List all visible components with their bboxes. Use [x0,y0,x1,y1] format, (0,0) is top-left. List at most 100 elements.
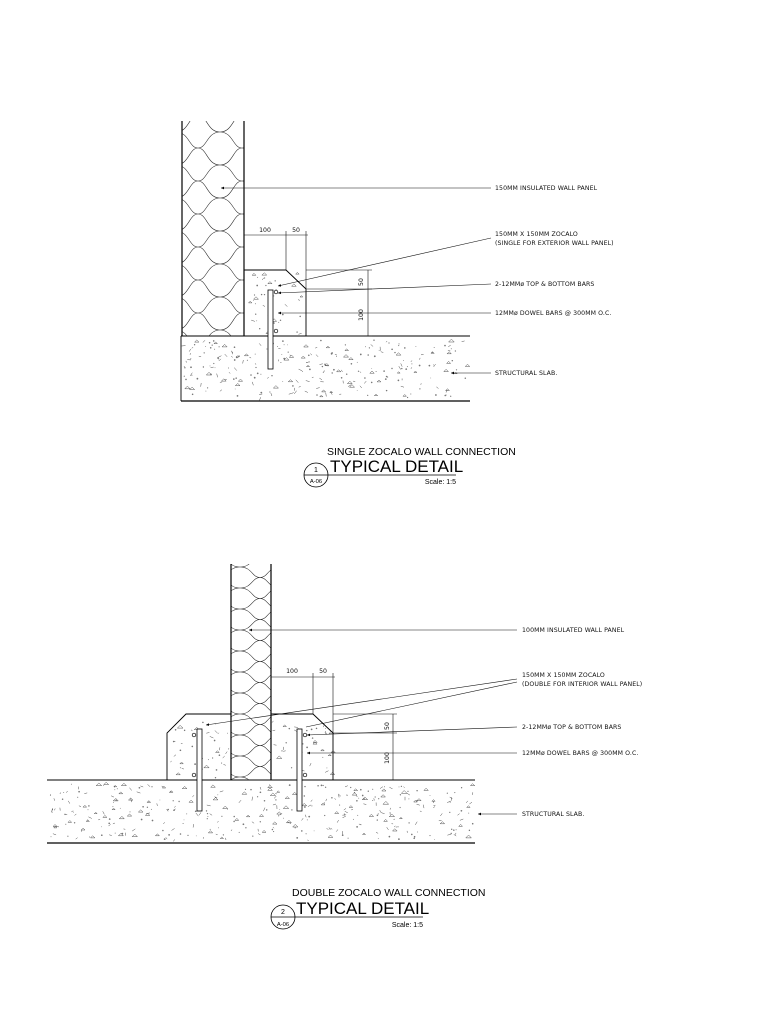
detail-1-single-zocalo: 100 50 50 100 150MM INSULATED WALL PANEL… [180,121,614,488]
top-bar [273,289,279,295]
aggregate-mark [183,819,185,821]
aggregate-mark [192,824,194,828]
aggregate-mark [103,784,105,786]
aggregate-mark [329,772,336,775]
aggregate-mark [321,389,327,393]
aggregate-mark [233,815,235,818]
aggregate-mark [131,833,138,837]
aggregate-mark [372,788,374,790]
aggregate-mark [172,740,175,743]
label-zocalo: 150MM X 150MM ZOCALO [495,231,578,238]
aggregate-mark [108,824,111,827]
slab-aggregate-hatch [181,338,471,401]
aggregate-mark [353,380,356,382]
aggregate-mark [284,304,288,307]
aggregate-mark [399,817,403,819]
title-block-1: SINGLE ZOCALO WALL CONNECTION 1 A-06 TYP… [303,446,516,488]
aggregate-mark [78,805,82,807]
aggregate-mark [183,729,186,732]
aggregate-mark [417,831,418,833]
aggregate-mark [461,340,465,342]
aggregate-mark [225,751,228,755]
aggregate-mark [451,359,454,362]
aggregate-mark [301,818,304,821]
aggregate-mark [236,395,239,397]
aggregate-mark [343,354,349,358]
aggregate-mark [203,837,204,839]
aggregate-mark [341,369,343,372]
aggregate-mark [434,839,436,841]
aggregate-mark [419,810,422,812]
aggregate-mark [51,811,53,813]
aggregate-mark [114,832,116,834]
aggregate-mark [90,835,96,839]
aggregate-mark [179,767,181,769]
aggregate-mark [136,791,141,794]
aggregate-mark [108,818,111,820]
aggregate-mark [120,782,127,786]
aggregate-mark [326,828,329,830]
aggregate-mark [423,804,425,809]
aggregate-mark [238,355,240,358]
aggregate-mark [298,333,302,335]
aggregate-mark [380,794,386,798]
aggregate-mark [356,826,358,828]
aggregate-mark [217,355,222,358]
aggregate-mark [169,790,171,794]
aggregate-mark [219,389,223,392]
aggregate-mark [356,361,358,363]
aggregate-mark [374,796,376,798]
aggregate-mark [358,797,360,799]
aggregate-mark [206,804,211,807]
aggregate-mark [272,821,278,825]
aggregate-mark [272,729,276,731]
label-dowels: 12MMø DOWEL BARS @ 300MM O.C. [522,749,638,757]
aggregate-mark [446,351,452,354]
aggregate-mark [63,792,65,793]
aggregate-mark [299,295,304,298]
aggregate-mark [190,358,192,360]
aggregate-mark [238,799,242,804]
aggregate-mark [231,355,233,358]
aggregate-mark [102,815,108,818]
aggregate-mark [272,803,277,806]
aggregate-mark [378,349,380,351]
aggregate-mark [302,743,304,745]
aggregate-mark [189,353,191,355]
aggregate-mark [315,347,318,349]
aggregate-mark [168,834,170,836]
aggregate-mark [351,792,358,796]
aggregate-mark [253,376,256,379]
aggregate-mark [279,808,281,810]
aggregate-mark [403,359,404,361]
aggregate-mark [290,767,293,769]
aggregate-mark [398,343,400,345]
aggregate-mark [205,345,207,347]
aggregate-mark [403,786,405,788]
aggregate-mark [74,813,77,816]
aggregate-mark [338,794,341,797]
aggregate-mark [67,835,69,837]
aggregate-mark [259,397,261,401]
aggregate-mark [357,814,359,816]
aggregate-mark [167,808,169,811]
aggregate-mark [282,805,290,809]
aggregate-mark [450,832,452,835]
aggregate-mark [184,385,191,389]
aggregate-mark [115,799,117,801]
aggregate-mark [359,385,362,389]
aggregate-mark [398,345,400,347]
aggregate-mark [325,770,329,773]
aggregate-mark [411,833,413,836]
aggregate-mark [216,373,218,378]
aggregate-mark [410,393,412,395]
aggregate-mark [410,360,413,363]
aggregate-mark [471,822,474,825]
detail-subtitle: DOUBLE ZOCALO WALL CONNECTION [292,887,486,899]
aggregate-mark [126,813,133,817]
aggregate-mark [315,354,319,357]
zocalo-curb-1 [244,269,307,370]
aggregate-mark [205,390,207,392]
aggregate-mark [214,348,216,350]
aggregate-mark [190,366,192,369]
